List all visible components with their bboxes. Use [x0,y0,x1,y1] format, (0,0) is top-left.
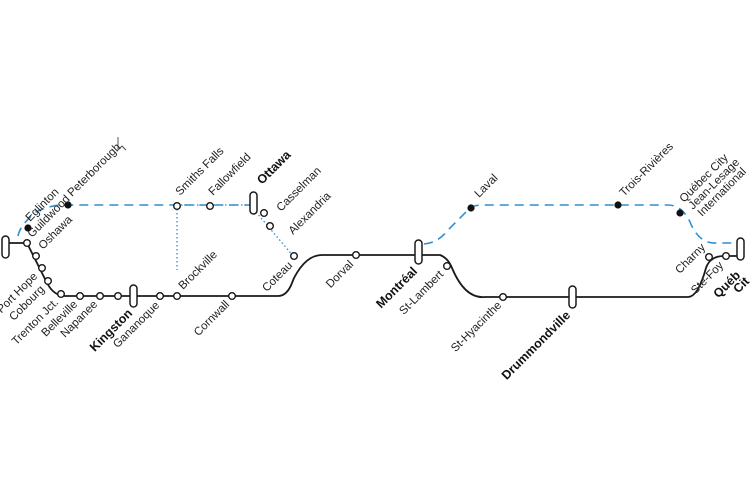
trenton-stop[interactable] [57,290,66,299]
kingston-side-stop[interactable] [113,292,122,301]
drummondville-station[interactable] [568,285,577,309]
brockville-label: Brockville [177,249,220,292]
charny-stop[interactable] [705,252,714,261]
planned-line-west [17,204,253,237]
peterborough-stop[interactable] [64,201,72,209]
gananoque-stop[interactable] [155,292,164,301]
ste-foy-stop[interactable] [722,251,731,260]
fallowfield-stop[interactable] [205,201,214,210]
laval-label: Laval [473,172,501,200]
pointer-icon [117,137,127,152]
eglinton-stop[interactable] [24,224,32,232]
dorval-stop[interactable] [352,250,361,259]
brockville-stop[interactable] [172,292,181,301]
kingston-station[interactable] [129,284,138,308]
oshawa-stop[interactable] [32,251,41,260]
st-lambert-stop[interactable] [443,262,452,271]
belleville-stop[interactable] [75,292,84,301]
charny-label: Charny [673,241,708,276]
st-hyacinthe-label: St-Hyacinthe [449,300,504,355]
trois-rivieres-stop[interactable] [614,201,622,209]
cornwall-label: Cornwall [192,299,232,339]
guildwood-stop[interactable] [23,238,32,247]
montreal-station[interactable] [414,239,423,265]
peterborough-label: Peterborough [66,141,124,199]
casselman-stop[interactable] [260,208,269,217]
ottawa-label: Ottawa [254,147,294,187]
alexandria-stop[interactable] [266,221,275,230]
toronto-terminal[interactable] [1,235,10,259]
trois-rivieres-label: Trois-Rivières [618,141,677,200]
cobourg-stop[interactable] [44,277,53,286]
ottawa-alexandria-connector [255,211,295,258]
drummondville-label: Drummondville [499,308,573,382]
napanee-stop[interactable] [95,292,104,301]
dorval-label: Dorval [324,259,356,291]
main-rail-line [7,242,739,298]
quebec-city-station[interactable] [736,237,745,261]
laval-stop[interactable] [467,204,475,212]
port-hope-stop[interactable] [38,264,47,273]
ottawa-station[interactable] [249,191,258,215]
smiths-falls-stop[interactable] [172,201,181,210]
coteau-stop[interactable] [290,251,299,260]
planned-line-east [423,204,740,245]
st-hyacinthe-stop[interactable] [499,293,508,302]
cornwall-stop[interactable] [227,292,236,301]
quebec-airport-stop[interactable] [676,209,684,217]
